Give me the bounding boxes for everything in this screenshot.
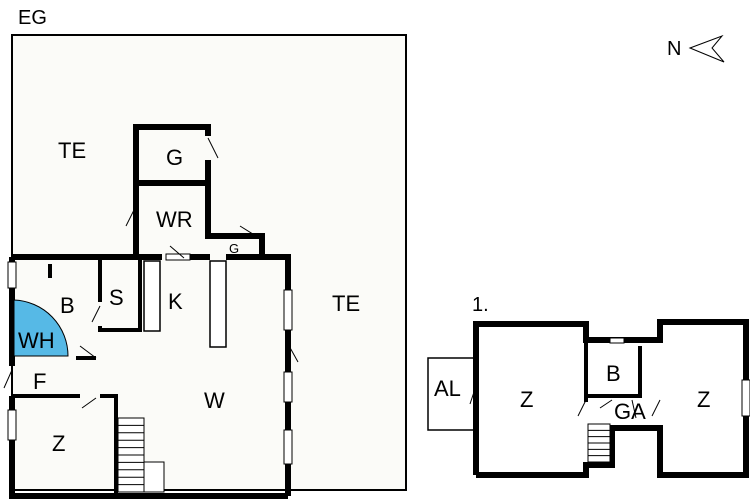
- compass-label: N: [667, 38, 682, 60]
- north-arrow-icon: [688, 34, 725, 63]
- room-label-garage: G: [166, 145, 184, 170]
- windows: [7, 253, 293, 465]
- kitchen-island: [209, 260, 227, 348]
- inner-walls: [12, 257, 142, 496]
- room-label-gallery: GA: [614, 399, 646, 424]
- room-label-storage: S: [109, 285, 124, 310]
- whirlpool-tub: [13, 299, 69, 357]
- room-label-hall: F: [33, 369, 47, 394]
- upper-floor-plan: [427, 319, 750, 478]
- upper-windows: [609, 337, 750, 417]
- room-label-utility: WR: [156, 207, 193, 232]
- terrace-boundary: [11, 34, 407, 491]
- room-label-terrace-right: TE: [332, 291, 361, 316]
- room-label-whirlpool: WH: [18, 328, 55, 353]
- room-label-kitchen: K: [168, 289, 183, 314]
- stair-steps: [118, 424, 144, 486]
- room-label-upper-bedroom-right: Z: [697, 387, 711, 412]
- room-label-terrace-left: TE: [58, 138, 87, 163]
- room-label-upper-bedroom-left: Z: [520, 387, 534, 412]
- door-swings: [3, 137, 299, 409]
- upper-walls: [473, 319, 749, 478]
- ground-floor-plan: [3, 34, 407, 499]
- room-label-bath: B: [60, 293, 75, 318]
- annex-walls: [133, 124, 265, 256]
- kitchen-counter: [143, 260, 161, 332]
- room-label-upper-bath: B: [606, 361, 621, 386]
- ground-floor-title: EG: [18, 7, 47, 29]
- room-label-bedroom: Z: [52, 431, 66, 456]
- room-label-living: W: [204, 388, 225, 413]
- upper-floor-title: 1.: [472, 294, 489, 316]
- upper-door-swings: [469, 385, 661, 419]
- room-label-garage-small: G: [229, 241, 240, 256]
- upper-stair-steps: [588, 429, 610, 457]
- balcony: [427, 357, 477, 431]
- room-label-balcony: AL: [434, 376, 461, 401]
